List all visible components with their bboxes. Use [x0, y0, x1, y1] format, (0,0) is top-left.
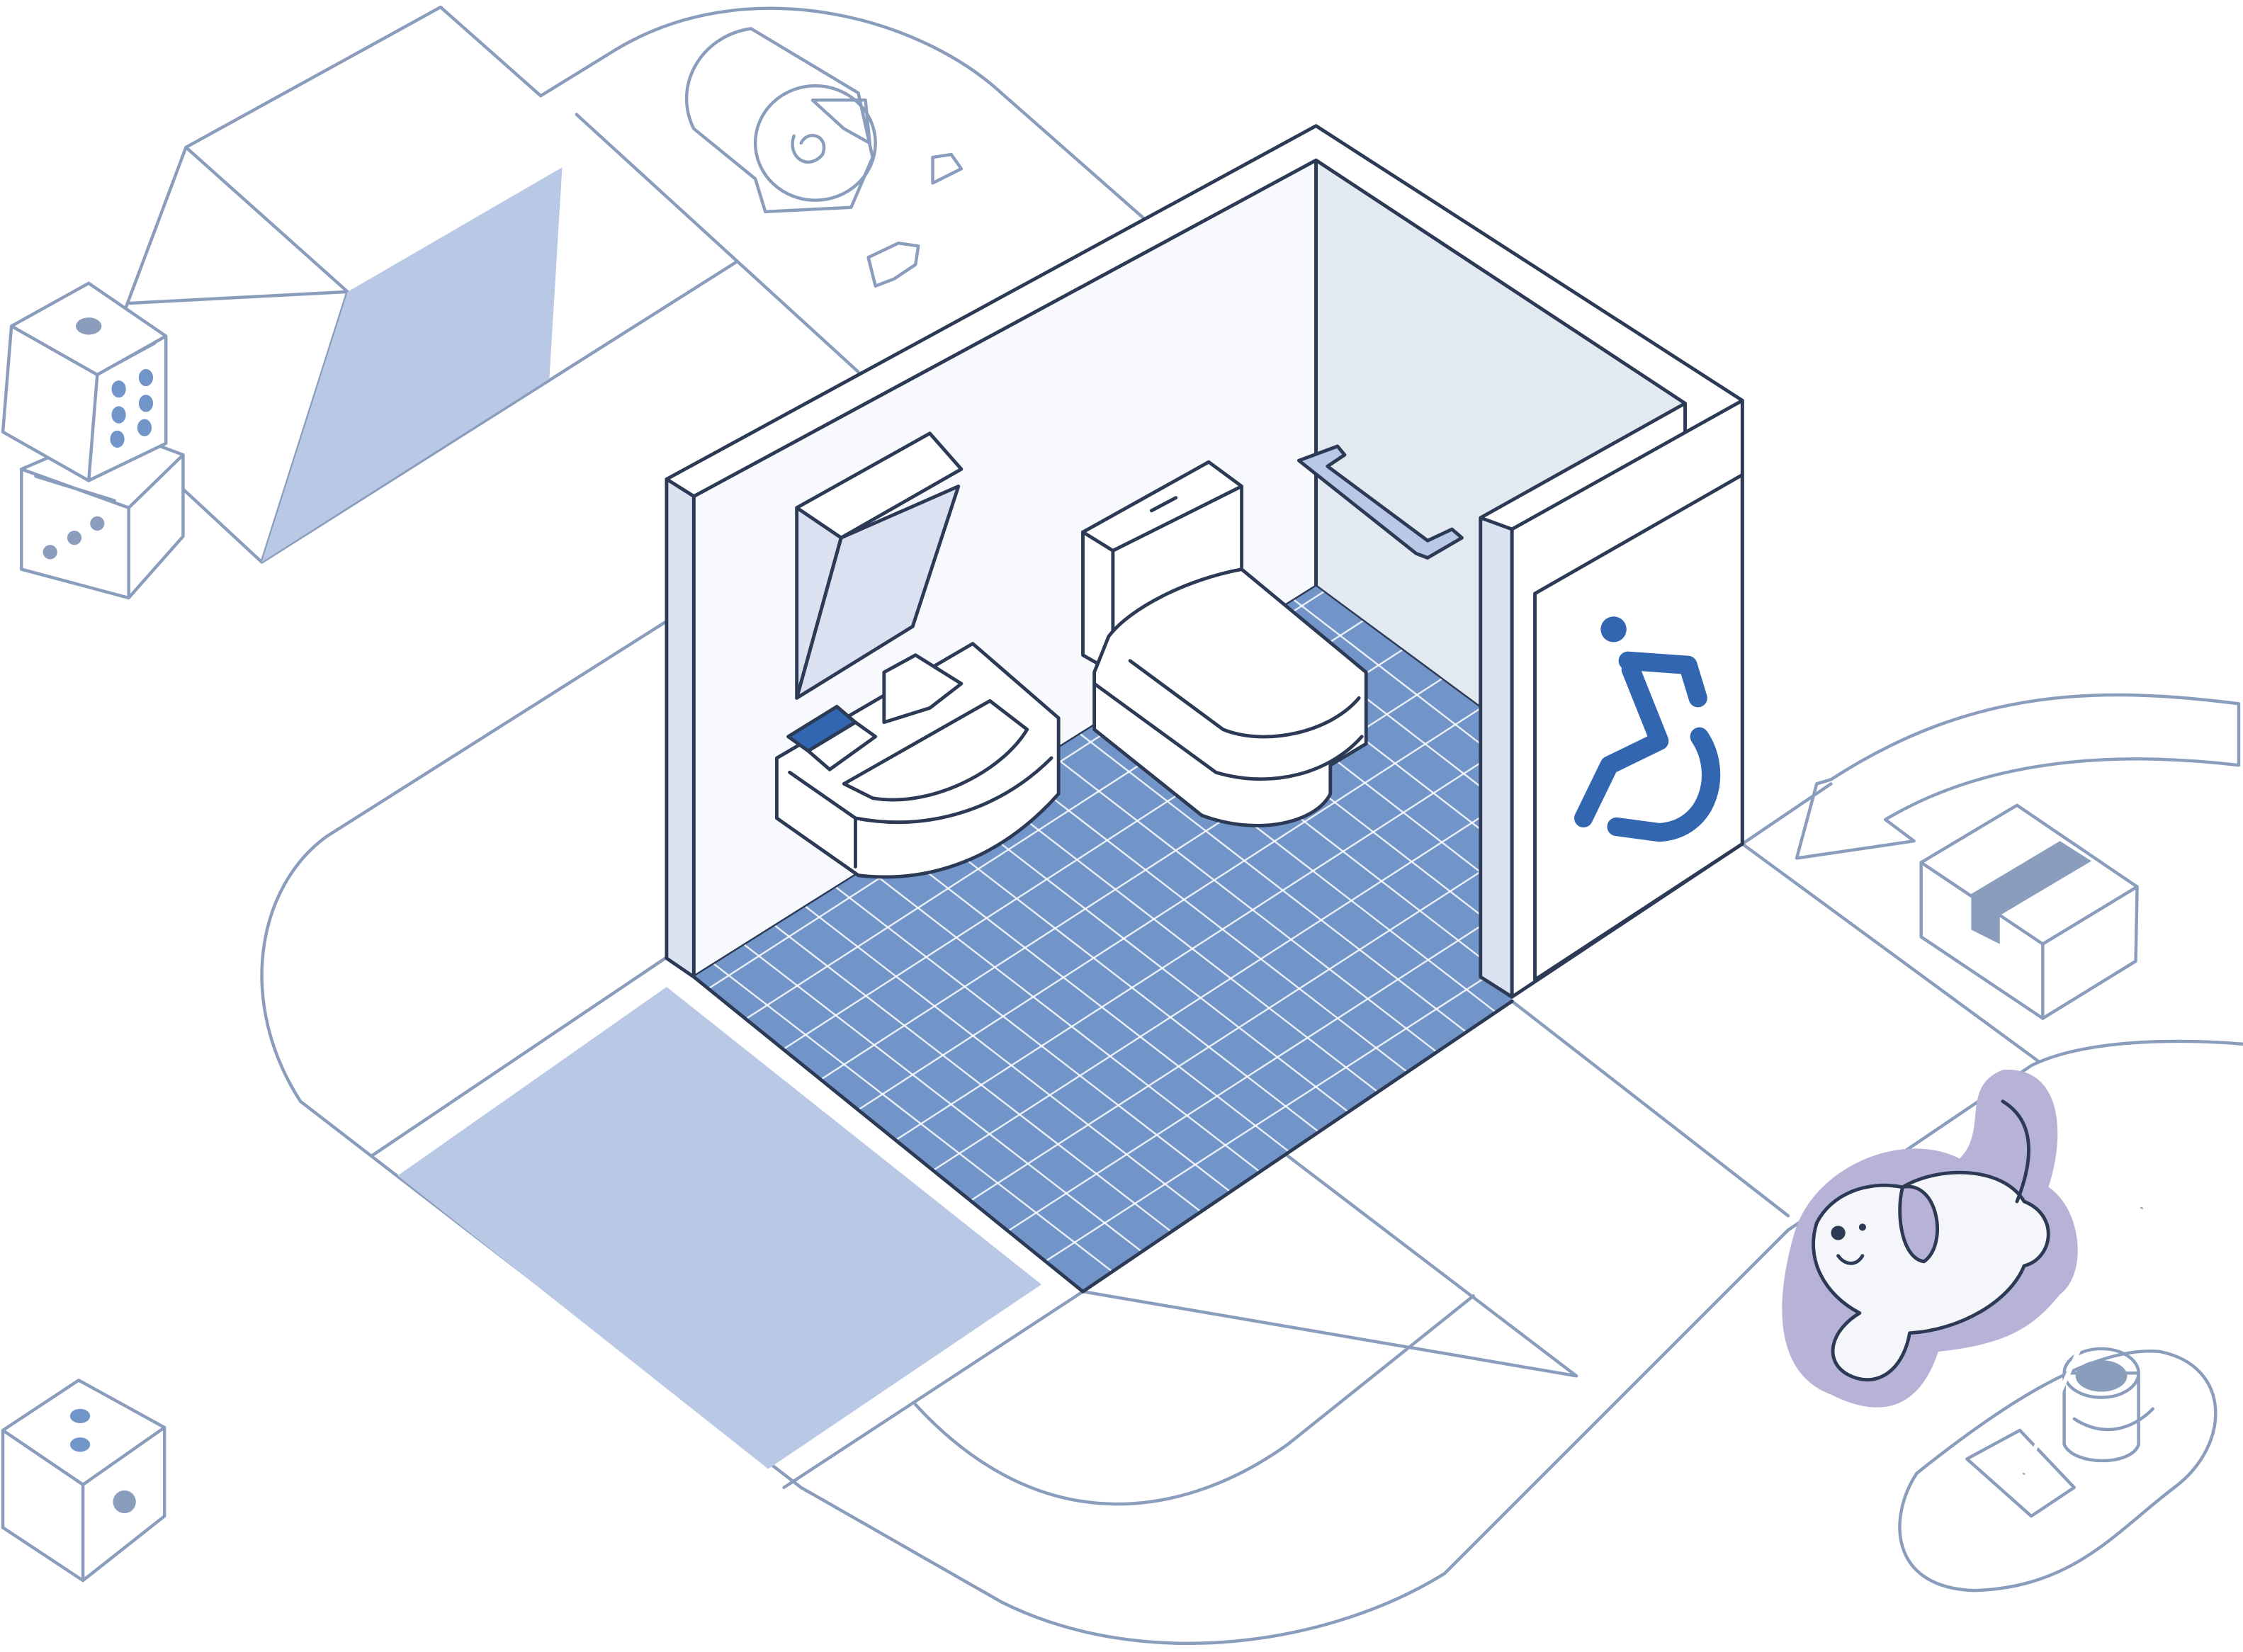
tile-line — [694, 633, 1513, 1162]
tile-line — [694, 862, 1250, 1292]
toilet-paper-icon — [685, 27, 964, 288]
dice-icon — [1, 1379, 166, 1583]
tile-line — [694, 947, 1139, 1292]
dog-icon — [1782, 1069, 2078, 1408]
floor-mat — [397, 987, 1041, 1469]
cardboard-box-icon — [1919, 803, 2139, 1020]
grab-bar-icon — [1296, 444, 1464, 560]
mop-icon — [1965, 1206, 2144, 1518]
sink-icon — [774, 642, 1061, 879]
toilet-icon — [1081, 460, 1368, 827]
tile-line — [913, 905, 1513, 1292]
tile-line — [1276, 586, 1513, 769]
ramp-shadow — [261, 167, 563, 562]
dice-icon — [1, 281, 185, 600]
curved-arrow-icon — [1795, 693, 2241, 860]
tile-line — [694, 905, 1194, 1292]
left-wall-edge — [665, 477, 696, 979]
mirror-icon — [795, 431, 964, 700]
door-jamb — [1479, 516, 1514, 999]
bucket-icon — [2062, 1347, 2155, 1463]
wheelchair-accessibility-icon — [1574, 616, 1721, 842]
